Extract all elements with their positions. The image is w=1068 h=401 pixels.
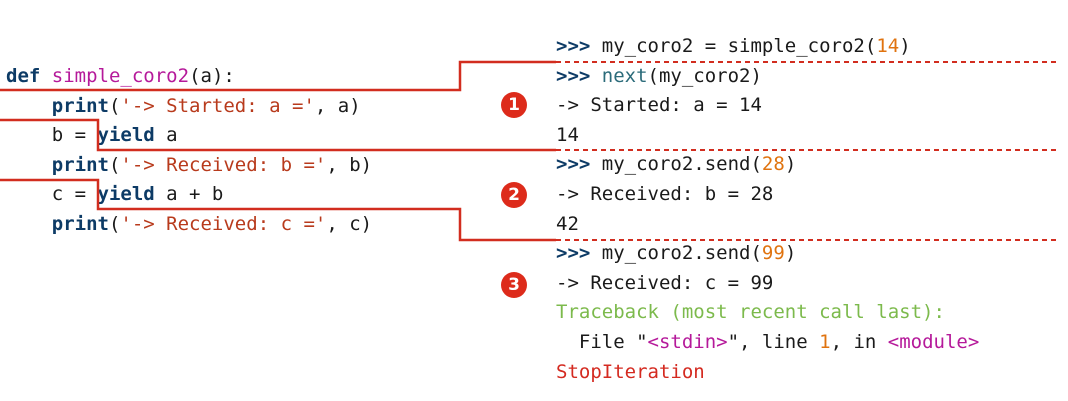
console-output-received-b: -> Received: b = 28 (556, 179, 773, 209)
code-token: ) (899, 35, 911, 57)
code-token: ( (108, 153, 121, 176)
code-token: next (601, 64, 648, 87)
connector-second-yield-bracket (0, 178, 556, 242)
connector-first-yield-bracket (0, 118, 556, 152)
console-next-call: >>> next(my_coro2) (556, 61, 762, 91)
code-token: '-> Received: c =' (120, 213, 327, 235)
console-stop-iteration: StopIteration (556, 357, 705, 387)
print-received-b-line: print('-> Received: b =', b) (6, 150, 372, 180)
code-token: yield (97, 183, 155, 206)
code-token: (a): (189, 65, 235, 87)
console-output-received-c: -> Received: c = 99 (556, 268, 773, 298)
console-output-42: 42 (556, 209, 579, 239)
step-2-badge: 2 (501, 182, 527, 208)
step-3-badge: 3 (501, 272, 527, 298)
code-token: >>> (556, 64, 591, 87)
code-token: def (6, 65, 41, 87)
code-token: , c) (326, 213, 373, 235)
step-1-badge: 1 (501, 92, 527, 118)
code-token: >>> (556, 153, 591, 176)
code-token: >>> (556, 242, 591, 265)
code-token: c = (6, 183, 98, 206)
code-token: , b) (326, 153, 373, 176)
code-token: , a) (314, 94, 361, 117)
code-token: my_coro2.send( (590, 242, 762, 265)
code-token: my_coro2.send( (590, 153, 762, 176)
code-token: File " (556, 331, 648, 353)
code-token: simple_coro2 (51, 65, 190, 87)
print-received-c-line: print('-> Received: c =', c) (6, 209, 372, 239)
code-token: ( (108, 94, 121, 117)
console-create-coroutine: >>> my_coro2 = simple_coro2(14) (556, 31, 911, 61)
code-token: ) (784, 153, 797, 176)
code-token: -> Received: b = 28 (556, 183, 774, 205)
code-token: print (51, 153, 109, 176)
code-token: b = (6, 124, 98, 147)
code-token: yield (97, 124, 155, 147)
code-token: >>> (556, 35, 591, 57)
connector-start-to-first-yield (0, 60, 556, 92)
code-token: 1 (819, 331, 831, 353)
code-token: a (154, 124, 178, 147)
code-token: 42 (556, 212, 579, 235)
console-traceback-header: Traceback (most recent call last): (556, 297, 945, 327)
code-token: ) (784, 242, 797, 265)
console-send-99: >>> my_coro2.send(99) (556, 238, 796, 268)
yield-a-plus-b-line: c = yield a + b (6, 179, 224, 209)
code-token: StopIteration (556, 360, 705, 383)
code-token: <stdin> (647, 331, 728, 353)
code-token: Traceback (most recent call last): (556, 301, 945, 324)
code-token: ", line (727, 331, 820, 353)
code-token: , in (830, 331, 888, 353)
code-token: a + b (154, 183, 224, 206)
code-token: 14 (876, 35, 900, 57)
code-token: (my_coro2) (647, 64, 762, 87)
console-send-28: >>> my_coro2.send(28) (556, 149, 796, 179)
code-token: -> Received: c = 99 (556, 271, 774, 294)
code-token: ( (108, 213, 121, 235)
console-output-14: 14 (556, 120, 579, 150)
code-token: 99 (761, 242, 785, 265)
code-token: 28 (761, 153, 785, 176)
def-line: def simple_coro2(a): (6, 61, 235, 91)
code-token: 14 (556, 123, 579, 146)
print-started-line: print('-> Started: a =', a) (6, 91, 361, 121)
code-token: print (51, 94, 109, 117)
code-token: '-> Received: b =' (120, 153, 327, 176)
yield-a-line: b = yield a (6, 120, 178, 150)
code-token: <module> (887, 331, 980, 353)
code-token: '-> Started: a =' (120, 94, 315, 117)
code-token: -> Started: a = 14 (556, 94, 762, 117)
code-token: my_coro2 = simple_coro2( (590, 35, 877, 57)
console-output-started: -> Started: a = 14 (556, 90, 762, 120)
code-token: print (51, 213, 109, 235)
console-traceback-file: File "<stdin>", line 1, in <module> (556, 327, 979, 357)
